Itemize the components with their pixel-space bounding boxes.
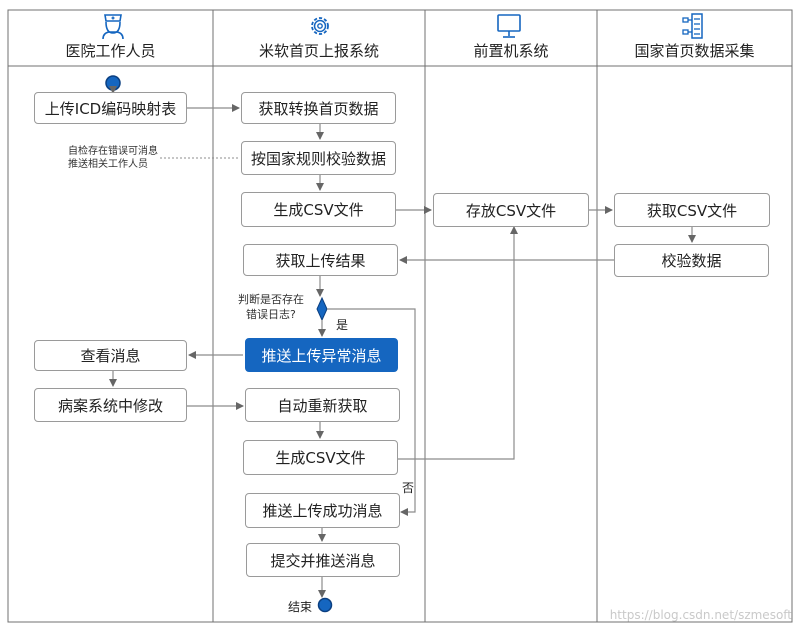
nurse-icon xyxy=(102,14,124,40)
node-generate-csv-1[interactable]: 生成CSV文件 xyxy=(241,192,396,227)
watermark: https://blog.csdn.net/szmesoft xyxy=(609,608,792,622)
node-push-success[interactable]: 推送上传成功消息 xyxy=(245,493,400,528)
gear-icon xyxy=(311,17,329,35)
node-upload-icd[interactable]: 上传ICD编码映射表 xyxy=(34,92,187,124)
node-fetch-convert[interactable]: 获取转换首页数据 xyxy=(241,92,396,124)
lane-title-frontend-system: 前置机系统 xyxy=(473,41,549,60)
edge-gen2-store xyxy=(398,226,518,460)
decision-label-line2: 错误日志? xyxy=(246,308,296,321)
node-validate-data[interactable]: 校验数据 xyxy=(614,244,769,277)
node-auto-refetch[interactable]: 自动重新获取 xyxy=(245,388,400,422)
node-fetch-csv[interactable]: 获取CSV文件 xyxy=(614,193,770,227)
end-label: 结束 xyxy=(288,600,313,614)
node-validate-national[interactable]: 按国家规则校验数据 xyxy=(241,141,396,175)
decision-no-label: 否 xyxy=(402,481,415,495)
lane-title-hospital-staff: 医院工作人员 xyxy=(65,41,156,60)
node-submit-push[interactable]: 提交并推送消息 xyxy=(246,543,400,577)
edge-decision-no xyxy=(327,308,416,516)
monitor-icon xyxy=(497,14,521,38)
network-icon xyxy=(682,13,703,39)
note-self-check-line1: 自检存在错误可消息 xyxy=(68,146,158,157)
node-push-error[interactable]: 推送上传异常消息 xyxy=(245,338,398,372)
node-store-csv[interactable]: 存放CSV文件 xyxy=(433,193,589,227)
lane-title-national-collection: 国家首页数据采集 xyxy=(634,41,755,60)
node-fix-in-case-system[interactable]: 病案系统中修改 xyxy=(34,388,187,422)
decision-yes-label: 是 xyxy=(336,318,349,332)
decision-diamond xyxy=(316,296,328,322)
lane-title-report-system: 米软首页上报系统 xyxy=(258,41,379,60)
lane-frame xyxy=(7,9,793,623)
node-fetch-result[interactable]: 获取上传结果 xyxy=(243,244,398,276)
note-self-check-line2: 推送相关工作人员 xyxy=(68,159,148,170)
node-view-message[interactable]: 查看消息 xyxy=(34,340,187,371)
end-node xyxy=(317,597,333,613)
decision-label-line1: 判断是否存在 xyxy=(238,293,304,306)
start-node xyxy=(105,75,121,91)
node-generate-csv-2[interactable]: 生成CSV文件 xyxy=(243,440,398,475)
